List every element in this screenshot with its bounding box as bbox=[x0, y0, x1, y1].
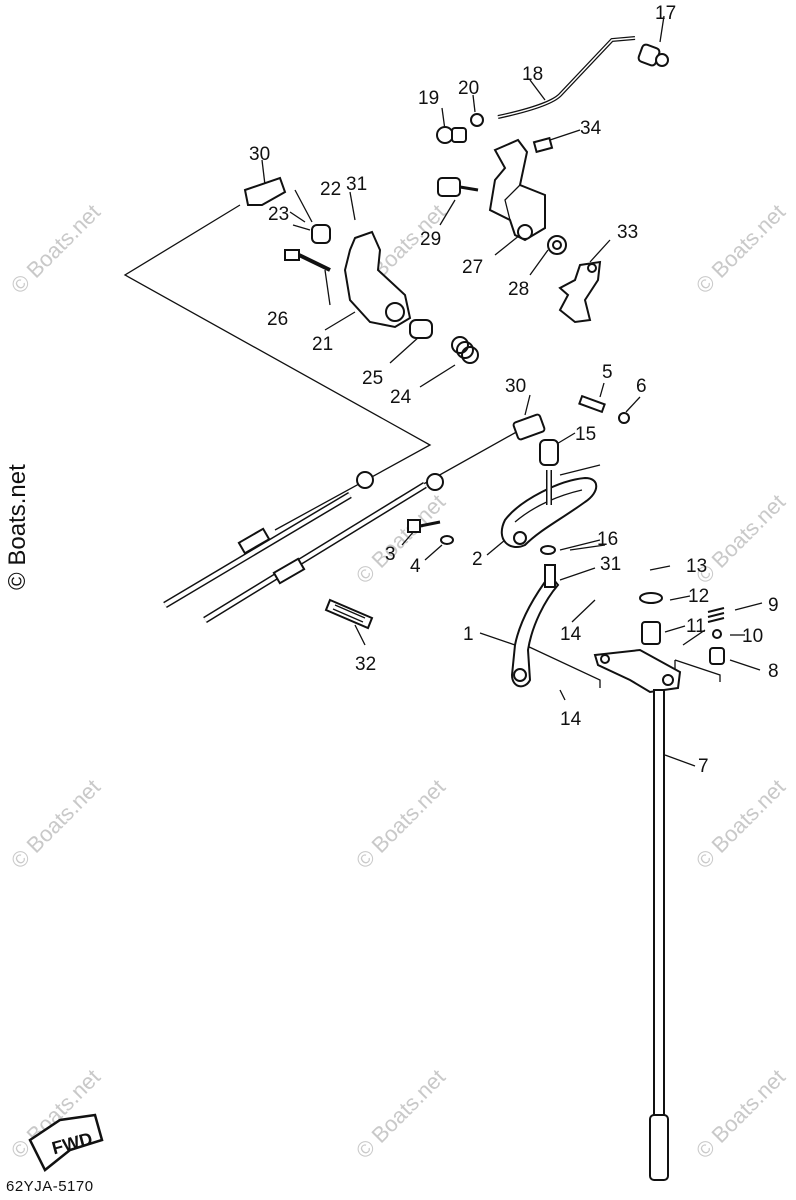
callout-27: 27 bbox=[462, 257, 483, 278]
callout-33: 33 bbox=[617, 222, 638, 243]
callout-24: 24 bbox=[390, 387, 412, 408]
callout-17: 17 bbox=[655, 3, 676, 24]
clip-32 bbox=[324, 598, 374, 630]
callout-16: 16 bbox=[597, 529, 618, 550]
watermark: © Boats.net bbox=[351, 1064, 450, 1163]
callout-18: 18 bbox=[522, 64, 543, 85]
bracket-21 bbox=[243, 176, 479, 364]
callout-15: 15 bbox=[575, 424, 596, 445]
callout-14a: 14 bbox=[560, 624, 582, 645]
callout-3: 3 bbox=[385, 544, 396, 565]
callout-30a: 30 bbox=[249, 144, 270, 165]
diagram-code: 62YJA-5170 bbox=[6, 1178, 94, 1195]
control-cables bbox=[163, 471, 454, 630]
callout-21: 21 bbox=[312, 334, 333, 355]
callout-32: 32 bbox=[355, 654, 376, 675]
callout-20: 20 bbox=[458, 78, 479, 99]
watermark: © Boats.net bbox=[351, 774, 450, 873]
callout-29: 29 bbox=[420, 229, 441, 250]
callout-4: 4 bbox=[410, 556, 421, 577]
watermark-large: © Boats.net bbox=[4, 464, 31, 590]
shift-arm-1 bbox=[510, 564, 560, 688]
watermark: © Boats.net bbox=[6, 199, 105, 298]
watermark: © Boats.net bbox=[691, 199, 790, 298]
watermark: © Boats.net bbox=[6, 774, 105, 873]
callout-31b: 31 bbox=[600, 554, 621, 575]
bracket-33 bbox=[558, 260, 602, 324]
linkage-rod-18 bbox=[497, 36, 669, 119]
callout-26: 26 bbox=[267, 309, 288, 330]
callout-12: 12 bbox=[688, 586, 709, 607]
shift-lever-2 bbox=[500, 394, 630, 555]
spring-24 bbox=[451, 336, 479, 364]
callout-13: 13 bbox=[686, 556, 707, 577]
watermark: © Boats.net bbox=[691, 1064, 790, 1163]
callout-8: 8 bbox=[768, 661, 779, 682]
callout-22: 22 bbox=[320, 179, 341, 200]
watermark: © Boats.net bbox=[691, 774, 790, 873]
callout-31a: 31 bbox=[346, 174, 367, 195]
callout-5: 5 bbox=[602, 362, 613, 383]
shift-rod-7 bbox=[649, 689, 669, 1181]
callout-23: 23 bbox=[268, 204, 289, 225]
callout-34: 34 bbox=[580, 118, 602, 139]
callout-28: 28 bbox=[508, 279, 529, 300]
callouts: 1 2 3 4 5 6 7 8 9 10 11 12 13 14 14 15 1… bbox=[249, 3, 779, 777]
callout-1: 1 bbox=[463, 624, 474, 645]
callout-9: 9 bbox=[768, 595, 779, 616]
watermark: © Boats.net bbox=[351, 489, 450, 588]
callout-30b: 30 bbox=[505, 376, 526, 397]
callout-7: 7 bbox=[698, 756, 709, 777]
callout-2: 2 bbox=[472, 549, 483, 570]
callout-6: 6 bbox=[636, 376, 647, 397]
shift-plate-assembly bbox=[593, 592, 725, 694]
callout-11: 11 bbox=[686, 616, 706, 637]
callout-25: 25 bbox=[362, 368, 383, 389]
callout-14b: 14 bbox=[560, 709, 582, 730]
callout-10: 10 bbox=[742, 626, 763, 647]
bracket-27 bbox=[436, 113, 567, 255]
callout-19: 19 bbox=[418, 88, 439, 109]
